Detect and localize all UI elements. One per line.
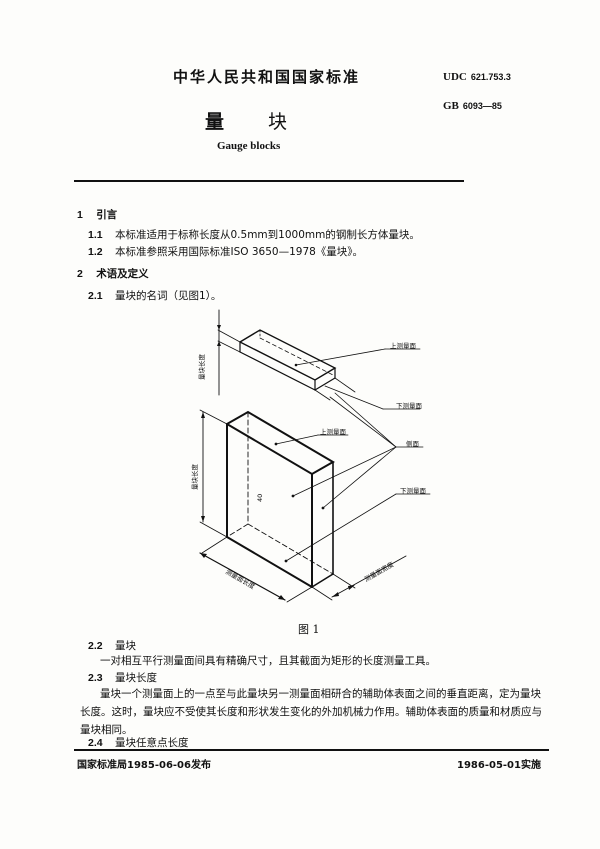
udc-label: UDC (443, 71, 467, 83)
gb-label: GB (443, 100, 459, 112)
header-divider (74, 180, 464, 182)
section-2-heading: 2 术语及定义 (77, 266, 149, 281)
standard-title: 中华人民共和国国家标准 (173, 68, 361, 86)
clause-2-4: 2.4 量块任意点长度 (88, 735, 189, 750)
section-title: 引言 (96, 209, 118, 221)
clause-text: 量块的名词（见图1）。 (115, 290, 222, 302)
clause-1-1: 1.1 本标准适用于标称长度从0.5mm到1000mm的钢制长方体量块。 (88, 227, 420, 242)
label-block-length-small: 量块长度 (198, 354, 206, 380)
footer-divider (74, 749, 549, 751)
paragraph-2-3-line-3: 量块相同。 (80, 724, 133, 736)
clause-1-2: 1.2 本标准参照采用国际标准ISO 3650—1978《量块》。 (88, 244, 363, 259)
issue-info: 国家标准局1985-06-06发布 (77, 760, 211, 771)
gb-number: 6093—85 (462, 101, 502, 111)
document-title: 量块 (205, 107, 287, 134)
clause-title: 量块长度 (115, 672, 157, 684)
effective-date: 1986-05-01实施 (457, 760, 541, 771)
clause-number: 2.2 (88, 640, 103, 652)
title-char-1: 量 (205, 111, 225, 133)
label-inner-number: 40 (256, 493, 264, 502)
title-char-2: 块 (268, 111, 288, 133)
paragraph-2-3-line-2: 长度。这时，量块应不受使其长度和形状发生变化的外加机械力作用。辅助体表面的质量和… (80, 706, 542, 718)
clause-text: 本标准适用于标称长度从0.5mm到1000mm的钢制长方体量块。 (115, 229, 420, 241)
clause-number: 1.1 (88, 229, 103, 241)
clause-number: 1.2 (88, 246, 103, 258)
label-lower-face-large: 下测量面 (400, 487, 426, 495)
clause-2-2: 2.2 量块 (88, 638, 136, 653)
clause-2-3: 2.3 量块长度 (88, 670, 157, 685)
clause-title: 量块 (115, 640, 136, 652)
section-title: 术语及定义 (96, 268, 149, 280)
clause-number: 2.1 (88, 290, 103, 302)
small-gauge-block (217, 309, 356, 401)
clause-title: 量块任意点长度 (115, 737, 189, 749)
figure-caption: 图 1 (298, 623, 320, 636)
label-block-length-large: 量块长度 (191, 464, 199, 490)
clause-number: 2.4 (88, 737, 103, 749)
udc-number: 621.753.3 (470, 72, 511, 82)
clause-text: 本标准参照采用国际标准ISO 3650—1978《量块》。 (115, 246, 364, 258)
label-upper-face-large: 上测量面 (320, 428, 346, 436)
section-1-heading: 1 引言 (77, 207, 117, 222)
label-upper-face-small: 上测量面 (390, 342, 416, 350)
label-lower-face-small: 下测量面 (396, 402, 422, 410)
clause-number: 2.3 (88, 672, 103, 684)
paragraph-2-2: 一对相互平行测量面间具有精确尺寸，且其截面为矩形的长度测量工具。 (100, 655, 436, 667)
section-number: 1 (77, 209, 83, 221)
clause-2-1: 2.1 量块的名词（见图1）。 (88, 288, 221, 303)
section-number: 2 (77, 268, 83, 280)
large-gauge-block (199, 409, 407, 603)
leader-lines (274, 348, 431, 563)
label-side-face: 侧面 (406, 440, 419, 448)
paragraph-2-3-line-1: 量块一个测量面上的一点至与此量块另一测量面相研合的辅助体表面之间的垂直距离，定为… (100, 688, 541, 700)
english-title: Gauge blocks (217, 140, 281, 152)
